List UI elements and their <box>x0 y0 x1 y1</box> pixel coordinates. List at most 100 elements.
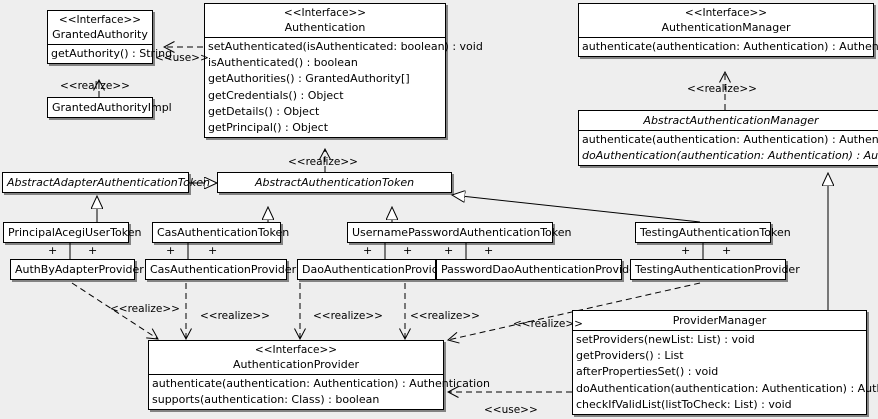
class-abstract-authentication-manager[interactable]: AbstractAuthenticationManager authentica… <box>578 110 878 167</box>
class-name: AuthenticationProvider <box>232 358 360 371</box>
stereotype-label: <<Interface>> <box>684 7 768 19</box>
class-header: DaoAuthenticationProvider <box>298 260 450 279</box>
member-row: getPrincipal() : Object <box>208 121 329 135</box>
class-password-dao-authentication-provider[interactable]: PasswordDaoAuthenticationProvider <box>436 259 641 280</box>
multiplicity-plus: + <box>444 244 454 257</box>
class-header: AbstractAuthenticationManager <box>579 111 878 130</box>
class-name: AbstractAuthenticationManager <box>643 114 819 127</box>
stereotype-label: <<Interface>> <box>58 14 142 26</box>
class-header: PasswordDaoAuthenticationProvider <box>437 260 641 279</box>
stereotype-label: <<Interface>> <box>254 344 338 356</box>
class-members: setAuthenticated(isAuthenticated: boolea… <box>205 37 483 137</box>
class-granted-authority-impl[interactable]: GrantedAuthorityImpl <box>47 97 172 118</box>
class-authentication[interactable]: <<Interface>> Authentication setAuthenti… <box>204 3 483 139</box>
class-name: CasAuthenticationProvider <box>150 263 297 276</box>
class-dao-authentication-provider[interactable]: DaoAuthenticationProvider <box>297 259 450 280</box>
class-members: authenticate(authentication: Authenticat… <box>149 374 490 409</box>
edge-authbyadapterprovider-realizes-authenticationprovider <box>71 282 158 339</box>
multiplicity-plus: + <box>681 244 691 257</box>
class-name: UsernamePasswordAuthenticationToken <box>352 226 572 239</box>
class-name: AbstractAdapterAuthenticationToken <box>7 176 210 189</box>
multiplicity-plus: + <box>363 244 373 257</box>
class-abstract-authentication-token[interactable]: AbstractAuthenticationToken <box>217 172 452 193</box>
multiplicity-plus: + <box>48 244 58 257</box>
class-name: TestingAuthenticationProvider <box>635 263 800 276</box>
class-header: ProviderManager <box>573 311 866 330</box>
class-header: TestingAuthenticationProvider <box>631 260 800 279</box>
member-row: doAuthentication(authentication: Authent… <box>582 149 878 163</box>
member-row: setAuthenticated(isAuthenticated: boolea… <box>208 40 483 53</box>
class-header: CasAuthenticationProvider <box>146 260 297 279</box>
class-header: <<Interface>> AuthenticationManager <box>579 4 873 37</box>
multiplicity-plus: + <box>166 244 176 257</box>
class-testing-authentication-token[interactable]: TestingAuthenticationToken <box>635 222 791 243</box>
member-row: afterPropertiesSet() : void <box>576 365 719 379</box>
member-row: getAuthorities() : GrantedAuthority[] <box>208 72 410 86</box>
class-header: GrantedAuthorityImpl <box>48 98 172 117</box>
edge-label-realize-grantedauthorityimpl: <<realize>> <box>60 80 130 92</box>
class-name: PrincipalAcegiUserToken <box>8 226 142 239</box>
class-authentication-provider[interactable]: <<Interface>> AuthenticationProvider aut… <box>148 340 490 411</box>
multiplicity-plus: + <box>484 244 494 257</box>
member-row: getProviders() : List <box>576 349 684 363</box>
class-auth-by-adapter-provider[interactable]: AuthByAdapterProvider <box>10 259 144 280</box>
class-header: <<Interface>> Authentication <box>205 4 445 37</box>
class-name: GrantedAuthority <box>52 28 148 41</box>
edge-testingauthenticationprovider-realizes-authenticationprovider <box>448 282 701 340</box>
class-name: ProviderManager <box>672 314 767 327</box>
class-header: AuthByAdapterProvider <box>11 260 144 279</box>
member-row: isAuthenticated() : boolean <box>208 56 358 70</box>
member-row: getDetails() : Object <box>208 104 320 118</box>
multiplicity-plus: + <box>403 244 413 257</box>
member-row: checkIfValidList(listToCheck: List) : vo… <box>576 397 792 411</box>
edge-label-realize-passworddaoauthenticationprovider: <<realize>> <box>410 310 480 322</box>
multiplicity-plus: + <box>208 244 218 257</box>
class-header: CasAuthenticationToken <box>153 223 290 242</box>
member-row: authenticate(authentication: Authenticat… <box>582 40 878 53</box>
edge-label-use-providermanager-authenticationprovider: <<use>> <box>484 404 538 416</box>
class-name: AbstractAuthenticationToken <box>254 176 415 189</box>
member-row: setProviders(newList: List) : void <box>576 333 755 346</box>
class-name: Authentication <box>284 21 366 34</box>
member-row: getCredentials() : Object <box>208 88 344 102</box>
member-row: authenticate(authentication: Authenticat… <box>152 377 490 390</box>
edge-label-realize-casauthenticationprovider: <<realize>> <box>200 310 270 322</box>
class-header: <<Interface>> GrantedAuthority <box>48 11 152 44</box>
edge-label-realize-abstractauthenticationtoken: <<realize>> <box>288 156 358 168</box>
edge-label-realize-abstractauthenticationmanager: <<realize>> <box>687 83 757 95</box>
member-row: doAuthentication(authentication: Authent… <box>576 381 878 395</box>
member-row: authenticate(authentication: Authenticat… <box>582 133 878 146</box>
class-name: PasswordDaoAuthenticationProvider <box>441 263 641 276</box>
class-members: authenticate(authentication: Authenticat… <box>579 130 878 165</box>
class-header: TestingAuthenticationToken <box>636 223 791 242</box>
class-cas-authentication-token[interactable]: CasAuthenticationToken <box>152 222 290 243</box>
class-header: AbstractAdapterAuthenticationToken <box>3 173 210 192</box>
edge-label-realize-daoauthenticationprovider: <<realize>> <box>313 310 383 322</box>
class-name: AuthByAdapterProvider <box>15 263 144 276</box>
class-username-password-authentication-token[interactable]: UsernamePasswordAuthenticationToken <box>347 222 572 243</box>
class-testing-authentication-provider[interactable]: TestingAuthenticationProvider <box>630 259 800 280</box>
class-cas-authentication-provider[interactable]: CasAuthenticationProvider <box>145 259 297 280</box>
class-header: UsernamePasswordAuthenticationToken <box>348 223 572 242</box>
class-authentication-manager[interactable]: <<Interface>> AuthenticationManager auth… <box>578 3 878 58</box>
class-header: PrincipalAcegiUserToken <box>4 223 142 242</box>
class-name: CasAuthenticationToken <box>157 226 290 239</box>
edge-label-use-authentication-grantedauthority: <<use>> <box>155 52 209 64</box>
class-name: TestingAuthenticationToken <box>640 226 791 239</box>
edge-label-realize-authbyadapterprovider: <<realize>> <box>110 303 180 315</box>
class-name: AuthenticationManager <box>661 21 791 34</box>
multiplicity-plus: + <box>88 244 98 257</box>
class-provider-manager[interactable]: ProviderManager setProviders(newList: Li… <box>572 310 878 416</box>
class-name: GrantedAuthorityImpl <box>52 101 172 114</box>
class-principal-acegi-user-token[interactable]: PrincipalAcegiUserToken <box>3 222 142 243</box>
class-header: AbstractAuthenticationToken <box>218 173 451 192</box>
class-abstract-adapter-authentication-token[interactable]: AbstractAdapterAuthenticationToken <box>2 172 210 193</box>
member-row: getAuthority() : String <box>51 47 173 60</box>
edge-label-realize-testingauthenticationprovider: <<realize>> <box>513 318 583 330</box>
class-members: getAuthority() : String <box>48 44 173 63</box>
class-granted-authority[interactable]: <<Interface>> GrantedAuthority getAuthor… <box>47 10 173 65</box>
class-name: DaoAuthenticationProvider <box>302 263 450 276</box>
multiplicity-plus: + <box>722 244 732 257</box>
